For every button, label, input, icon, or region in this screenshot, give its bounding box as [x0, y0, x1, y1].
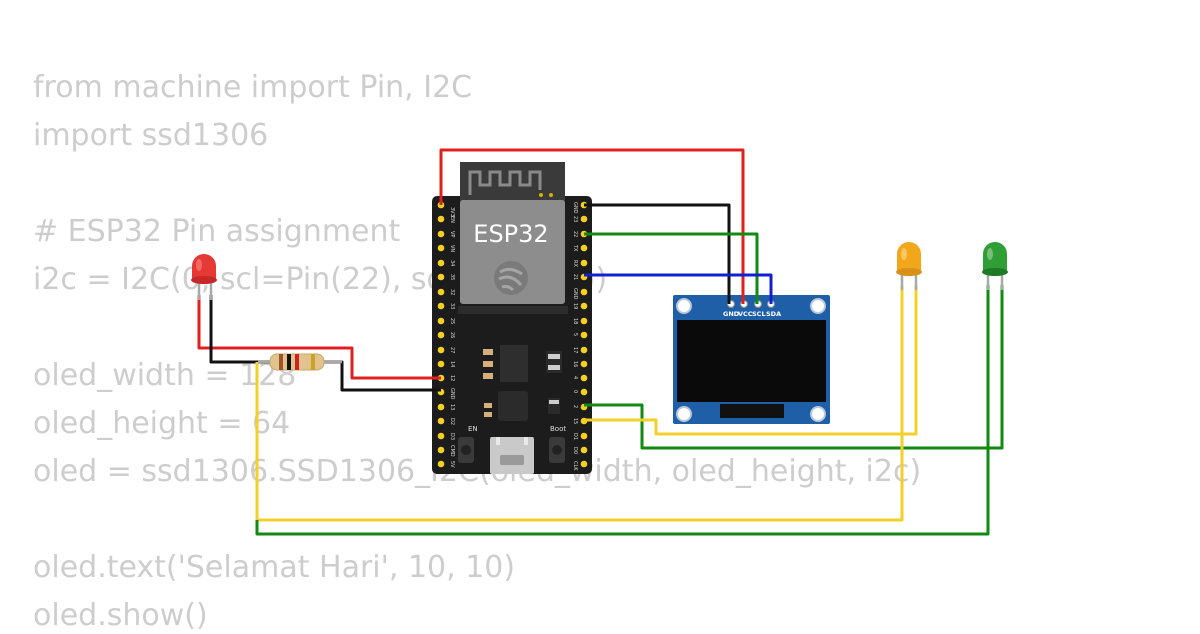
svg-text:14: 14 [449, 361, 455, 367]
esp32-left-pin-labels: 3V3 EN VP VN 34 35 32 33 25 26 27 14 12 … [449, 207, 455, 468]
svg-text:D2: D2 [449, 418, 455, 425]
svg-text:5: 5 [572, 333, 578, 336]
esp32-shield [460, 200, 565, 304]
svg-text:GND: GND [572, 202, 578, 214]
oled-pin-sda: SDA [766, 310, 781, 318]
svg-text:25: 25 [449, 318, 455, 324]
wire-green-led-signal[interactable] [584, 285, 1004, 450]
esp32-label: ESP32 [473, 220, 548, 248]
code-line: oled_height = 64 [33, 406, 291, 441]
svg-text:0: 0 [572, 390, 578, 393]
svg-text:RX: RX [572, 260, 578, 267]
svg-text:TX: TX [572, 244, 578, 252]
boot-label: Boot [550, 425, 566, 433]
wire-gnd-oled[interactable] [584, 203, 731, 304]
wire-red-led-signal[interactable] [197, 295, 441, 380]
svg-text:D0: D0 [572, 447, 578, 454]
led-yellow[interactable] [896, 242, 922, 290]
svg-text:21: 21 [572, 274, 578, 280]
wire-red-led-gnd[interactable] [209, 295, 441, 392]
led-red[interactable] [191, 254, 217, 300]
svg-text:2: 2 [572, 405, 578, 408]
svg-text:18: 18 [572, 318, 578, 324]
svg-text:19: 19 [572, 303, 578, 309]
oled-ribbon [720, 404, 784, 418]
code-line: import ssd1306 [33, 118, 269, 153]
svg-text:17: 17 [572, 347, 578, 353]
svg-text:CLK: CLK [572, 461, 578, 471]
espressif-logo-icon [494, 261, 528, 295]
svg-text:VP: VP [449, 231, 455, 237]
svg-text:D1: D1 [572, 433, 578, 440]
svg-text:GND: GND [572, 288, 578, 300]
oled-pin-scl: SCL [752, 310, 766, 318]
esp32-right-pin-labels: GND 23 22 TX RX 21 GND 19 18 5 17 16 4 0… [572, 202, 578, 471]
wire-green-led-gnd[interactable] [255, 285, 990, 536]
en-label: EN [468, 425, 478, 433]
svg-text:4: 4 [572, 376, 578, 379]
wire-yellow-led-signal[interactable] [584, 285, 918, 436]
svg-text:GND: GND [449, 388, 455, 400]
svg-text:12: 12 [449, 375, 455, 381]
oled-pin-gnd: GND [723, 310, 740, 318]
svg-text:34: 34 [449, 260, 455, 266]
code-line: # ESP32 Pin assignment [33, 214, 401, 249]
esp32-board[interactable]: ESP32 EN Boot [432, 162, 592, 474]
wire-scl[interactable] [584, 232, 759, 304]
voltage-regulator [500, 345, 528, 382]
svg-text:VN: VN [449, 245, 455, 252]
oled-pin-vcc: VCC [738, 310, 753, 318]
usb-uart-chip [498, 391, 528, 421]
svg-text:32: 32 [449, 289, 455, 295]
svg-text:27: 27 [449, 347, 455, 353]
svg-text:16: 16 [572, 361, 578, 367]
oled-screen [677, 320, 826, 402]
oled-display[interactable]: GND VCC SCL SDA [673, 295, 830, 424]
svg-text:D3: D3 [449, 433, 455, 440]
code-line: from machine import Pin, I2C [33, 70, 473, 105]
wire-yellow-led-gnd[interactable] [255, 285, 904, 522]
wire-sda[interactable] [584, 273, 773, 304]
esp32-right-header [580, 201, 588, 468]
svg-text:3V3: 3V3 [449, 207, 455, 217]
svg-text:22: 22 [572, 231, 578, 237]
wire-vcc[interactable] [439, 148, 745, 304]
svg-text:15: 15 [572, 418, 578, 424]
svg-text:23: 23 [572, 216, 578, 222]
svg-text:35: 35 [449, 274, 455, 280]
led-green[interactable] [982, 242, 1008, 290]
code-line: oled.text('Selamat Hari', 10, 10) [33, 550, 516, 585]
svg-text:33: 33 [449, 303, 455, 309]
svg-text:13: 13 [449, 404, 455, 410]
svg-text:CMD: CMD [449, 445, 455, 457]
svg-text:5V: 5V [449, 461, 455, 468]
code-line: oled.show() [33, 598, 208, 633]
svg-text:26: 26 [449, 332, 455, 338]
svg-text:EN: EN [449, 216, 455, 223]
resistor[interactable] [258, 353, 342, 371]
